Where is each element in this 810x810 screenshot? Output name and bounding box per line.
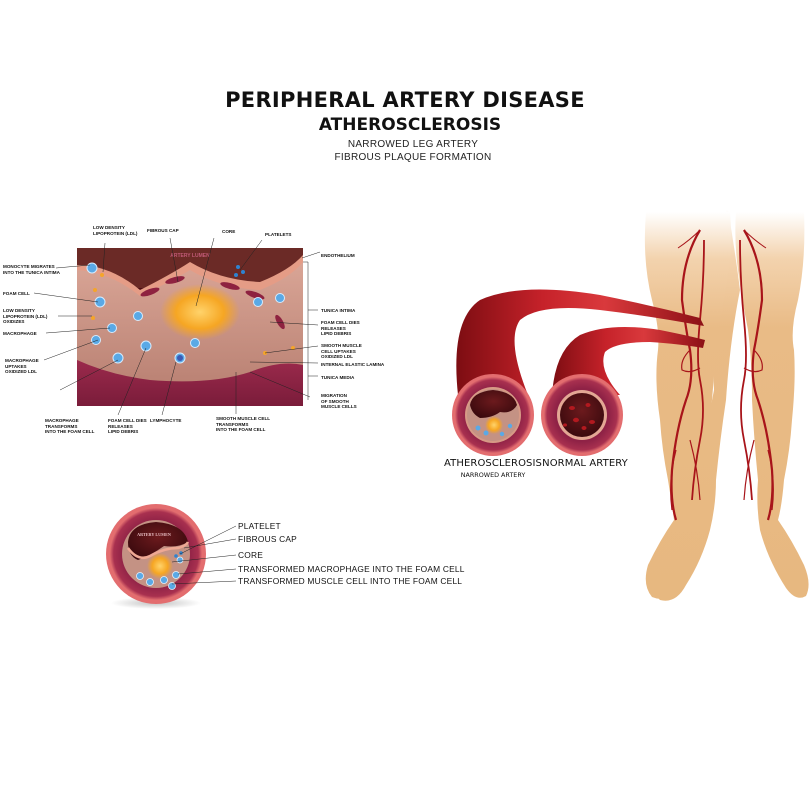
label-endothelium: ENDOTHELIUM: [321, 253, 355, 258]
subtitle-line-2: FIBROUS PLAQUE FORMATION: [334, 152, 492, 163]
label-platelet: PLATELET: [238, 521, 281, 531]
left-leg: [648, 210, 740, 601]
circle-cross-section: [106, 504, 206, 609]
label-smooth-muscle-transforms: SMOOTH MUSCLE CELL TRANSFORMS INTO THE F…: [216, 416, 271, 433]
caption-atherosclerosis: ATHEROSCLEROSIS NARROWED ARTERY: [436, 458, 550, 479]
label-circle-core: CORE: [238, 550, 263, 560]
page-subtitle: ATHEROSCLEROSIS: [318, 115, 502, 135]
legs-illustration: [644, 210, 809, 601]
label-foam-cell-dies-bottom: FOAM CELL DIES RELEASES LIPID DEBRIS: [108, 418, 147, 435]
label-macrophage: MACROPHAGE: [3, 331, 37, 336]
atherosclerosis-artery-tube: [456, 289, 704, 395]
label-lymphocyte: LYMPHOCYTE: [150, 418, 182, 423]
page-title: PERIPHERAL ARTERY DISEASE: [225, 88, 585, 112]
label-internal-elastic-lamina: INTERNAL ELASTIC LAMINA: [321, 362, 385, 367]
plaque-cross-section: [77, 248, 303, 406]
caption-normal-artery: NORMAL ARTERY: [540, 458, 630, 469]
label-fibrous-cap: FIBROUS CAP: [147, 228, 179, 233]
normal-artery-ring: [541, 374, 623, 456]
label-tunica-intima: TUNICA INTIMA: [321, 308, 356, 313]
label-foam-cell: FOAM CELL: [3, 291, 30, 296]
label-foam-cell-dies-right: FOAM CELL DIES RELEASES LIPID DEBRIS: [321, 320, 360, 337]
label-ldl-oxidizes: LOW DENSITY LIPOPROTEIN (LDL) OXIDIZES: [3, 308, 48, 325]
label-macrophage-uptakes: MACROPHAGE UPTAKES OXIDIZED LDL: [5, 358, 39, 375]
label-transformed-muscle-cell: TRANSFORMED MUSCLE CELL INTO THE FOAM CE…: [238, 576, 463, 586]
label-tunica-media: TUNICA MEDIA: [321, 375, 355, 380]
label-transformed-macrophage: TRANSFORMED MACROPHAGE INTO THE FOAM CEL…: [238, 564, 465, 574]
caption-normal-title: NORMAL ARTERY: [542, 458, 628, 469]
caption-atherosclerosis-subtitle: NARROWED ARTERY: [460, 471, 526, 479]
label-circle-fibrous-cap: FIBROUS CAP: [238, 534, 297, 544]
label-migration-smooth-muscle: MIGRATION OF SMOOTH MUSCLE CELLS: [321, 393, 357, 410]
label-monocyte-migrates: MONOCYTE MIGRATES INTO THE TUNICA INTIMA: [3, 264, 60, 275]
caption-atherosclerosis-title: ATHEROSCLEROSIS: [443, 458, 542, 469]
label-core: CORE: [222, 229, 236, 234]
subtitle-line-1: NARROWED LEG ARTERY: [347, 139, 479, 150]
title-block: PERIPHERAL ARTERY DISEASE ATHEROSCLEROSI…: [0, 88, 810, 163]
circle-lumen-label: ARTERY LUMEN: [137, 532, 171, 537]
label-smooth-muscle-uptakes: SMOOTH MUSCLE CELL UPTAKES OXIDIZED LDL: [321, 343, 362, 360]
label-macrophage-transforms: MACROPHAGE TRANSFORMS INTO THE FOAM CELL: [45, 418, 95, 435]
label-platelets: PLATELETS: [265, 232, 292, 237]
artery-lumen-label: ARTERY LUMEN: [170, 253, 210, 259]
label-ldl: LOW DENSITY LIPOPROTEIN (LDL): [93, 225, 138, 236]
atherosclerosis-ring: [452, 374, 534, 456]
leader-lines: [33, 237, 321, 416]
circle-leader-lines: [171, 525, 237, 585]
